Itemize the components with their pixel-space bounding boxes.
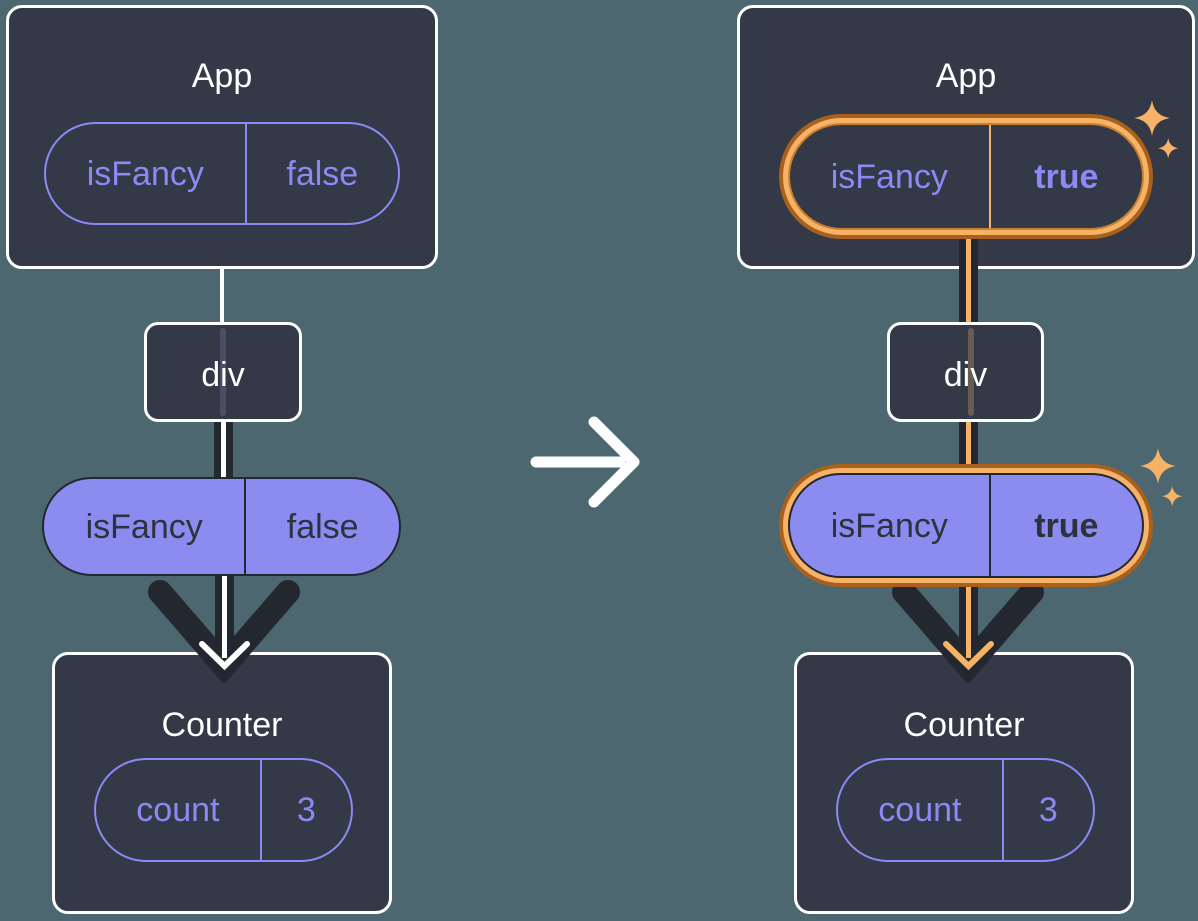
component-title: App [935,57,997,95]
highlight-ring: isFancy true [779,114,1153,239]
div-node-label: div [943,356,988,394]
state-value: true [1034,157,1099,196]
highlight-ring: isFancy true [779,464,1153,587]
prop-flow-line-core [966,236,971,326]
div-node-box: div [144,322,302,422]
passed-prop-pill: isFancy true [788,473,1144,578]
counter-state-pill: count 3 [94,758,353,862]
app-state-pill: isFancy true [788,123,1144,230]
component-title: App [191,57,253,95]
prop-pass-through-line [220,328,226,416]
right-arrow-icon [530,416,640,508]
div-node-box: div [887,322,1044,422]
down-arrow-icon [892,580,1044,685]
prop-name: isFancy [44,479,247,574]
component-title: Counter [161,706,283,744]
state-name: count [96,760,262,860]
prop-flow-line [214,422,233,480]
state-value: 3 [1038,791,1058,829]
prop-value: true [1034,506,1099,545]
sparkle-icon [1134,100,1179,159]
prop-flow-line [959,422,978,468]
prop-name: isFancy [790,475,991,576]
state-value: false [286,154,359,193]
counter-state-pill: count 3 [836,758,1095,862]
div-node-label: div [201,356,245,394]
state-name: isFancy [790,125,991,228]
app-state-pill: isFancy false [44,122,400,225]
prop-flow-line [959,236,978,326]
passed-prop-pill: isFancy false [42,477,401,576]
prop-value: false [286,507,359,546]
sparkle-icon [1140,448,1183,507]
component-title: Counter [903,706,1025,744]
tree-edge [220,266,224,326]
state-name: count [838,760,1004,860]
state-value: 3 [296,791,316,829]
prop-flow-line-core [221,422,226,480]
state-name: isFancy [46,124,247,223]
down-arrow-icon [148,570,300,685]
prop-flow-line-core [966,422,971,468]
prop-pass-through-line [968,328,974,416]
